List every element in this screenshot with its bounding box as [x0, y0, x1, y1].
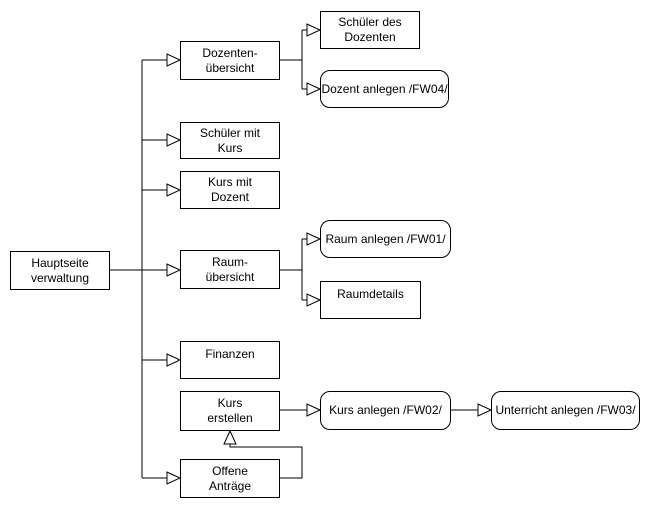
node-hauptseite-verwaltung[interactable]: Hauptseite verwaltung [10, 251, 110, 290]
arrowhead-right [166, 183, 182, 197]
node-raum-anlegen-fw01[interactable]: Raum anlegen /FW01/ [320, 220, 451, 258]
arrowhead-right [306, 293, 322, 307]
edge-dozenten-split [280, 23, 322, 96]
arrowhead-right [166, 133, 182, 147]
arrowhead-right [306, 232, 322, 246]
node-kurs-mit-dozent[interactable]: Kurs mit Dozent [180, 171, 280, 209]
node-raumdetails[interactable]: Raumdetails [320, 281, 421, 319]
arrowhead-right [306, 403, 322, 417]
edge-hauptseite-kurs-mit-dozent [142, 183, 182, 197]
arrowhead-right [166, 353, 182, 367]
node-kurs-anlegen-fw02[interactable]: Kurs anlegen /FW02/ [320, 391, 451, 430]
arrowhead-right [477, 403, 493, 417]
arrowhead-right [166, 471, 182, 485]
node-raumuebersicht[interactable]: Raum- übersicht [180, 250, 280, 289]
edge-offene-antraege-kurs-erstellen [223, 429, 303, 479]
edge-hauptseite-raumuebersicht [110, 263, 182, 277]
node-schueler-mit-kurs[interactable]: Schüler mit Kurs [180, 122, 280, 159]
arrowhead-right [306, 82, 322, 96]
node-finanzen[interactable]: Finanzen [180, 341, 280, 379]
arrowhead-up [223, 429, 237, 445]
arrowhead-right [166, 53, 182, 67]
node-offene-antraege[interactable]: Offene Anträge [180, 459, 280, 498]
node-dozent-anlegen-fw04[interactable]: Dozent anlegen /FW04/ [320, 70, 449, 108]
edge-line [229, 444, 303, 479]
arrowhead-right [166, 263, 182, 277]
edge-kurs-erstellen-kurs-anlegen [280, 403, 322, 417]
edge-hauptseite-offene-antraege [142, 471, 182, 485]
arrowhead-right [306, 23, 322, 37]
node-schueler-des-dozenten[interactable]: Schüler des Dozenten [320, 11, 420, 49]
edge-hauptseite-schueler-mit-kurs [142, 133, 182, 147]
edge-hauptseite-finanzen [142, 353, 182, 367]
edge-hauptseite-dozentenuebersicht [142, 53, 182, 67]
edge-raum-split [280, 232, 322, 307]
node-unterricht-anlegen-fw03[interactable]: Unterricht anlegen /FW03/ [491, 391, 640, 430]
edge-kurs-anlegen-unterricht-anlegen [451, 403, 493, 417]
node-dozentenuebersicht[interactable]: Dozenten- übersicht [180, 41, 280, 80]
node-kurs-erstellen[interactable]: Kurs erstellen [180, 391, 280, 431]
